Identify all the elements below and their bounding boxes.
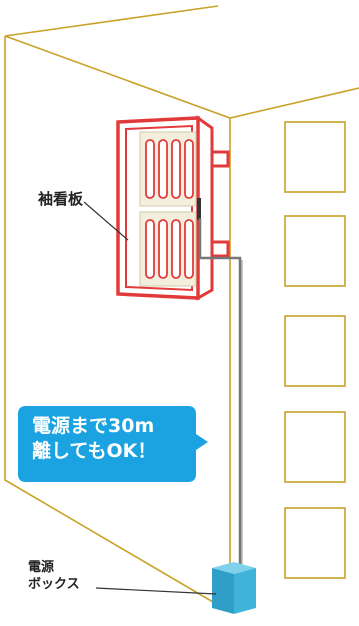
sign-led-strips (145, 139, 194, 279)
sign-leader-line (83, 201, 129, 241)
callout-line-1: 電源まで30m (32, 415, 155, 437)
power-box (212, 562, 256, 614)
window-3 (284, 315, 346, 387)
sign-frame-inner (125, 124, 193, 292)
distance-callout-text: 電源まで30m 離してもOK！ (32, 414, 202, 464)
projecting-sign (116, 115, 230, 301)
power-cable (198, 218, 242, 565)
window-4 (284, 411, 346, 483)
callout-line-2: 離してもOK！ (32, 440, 157, 462)
window-2 (284, 215, 346, 287)
power-box-label-line-1: 電源 (28, 560, 55, 575)
window-5 (284, 507, 346, 579)
power-box-front (212, 568, 234, 614)
building-roof-edge (4, 35, 359, 119)
power-box-label-line-2: ボックス (28, 577, 80, 592)
power-box-side (234, 568, 256, 614)
sign-connector (197, 198, 201, 220)
building-side-wall (4, 5, 231, 613)
sign-label: 袖看板 (38, 190, 84, 208)
power-box-leader-line (95, 587, 217, 595)
building (4, 5, 359, 613)
window-1 (284, 121, 346, 193)
distance-callout-bubble (18, 406, 208, 482)
